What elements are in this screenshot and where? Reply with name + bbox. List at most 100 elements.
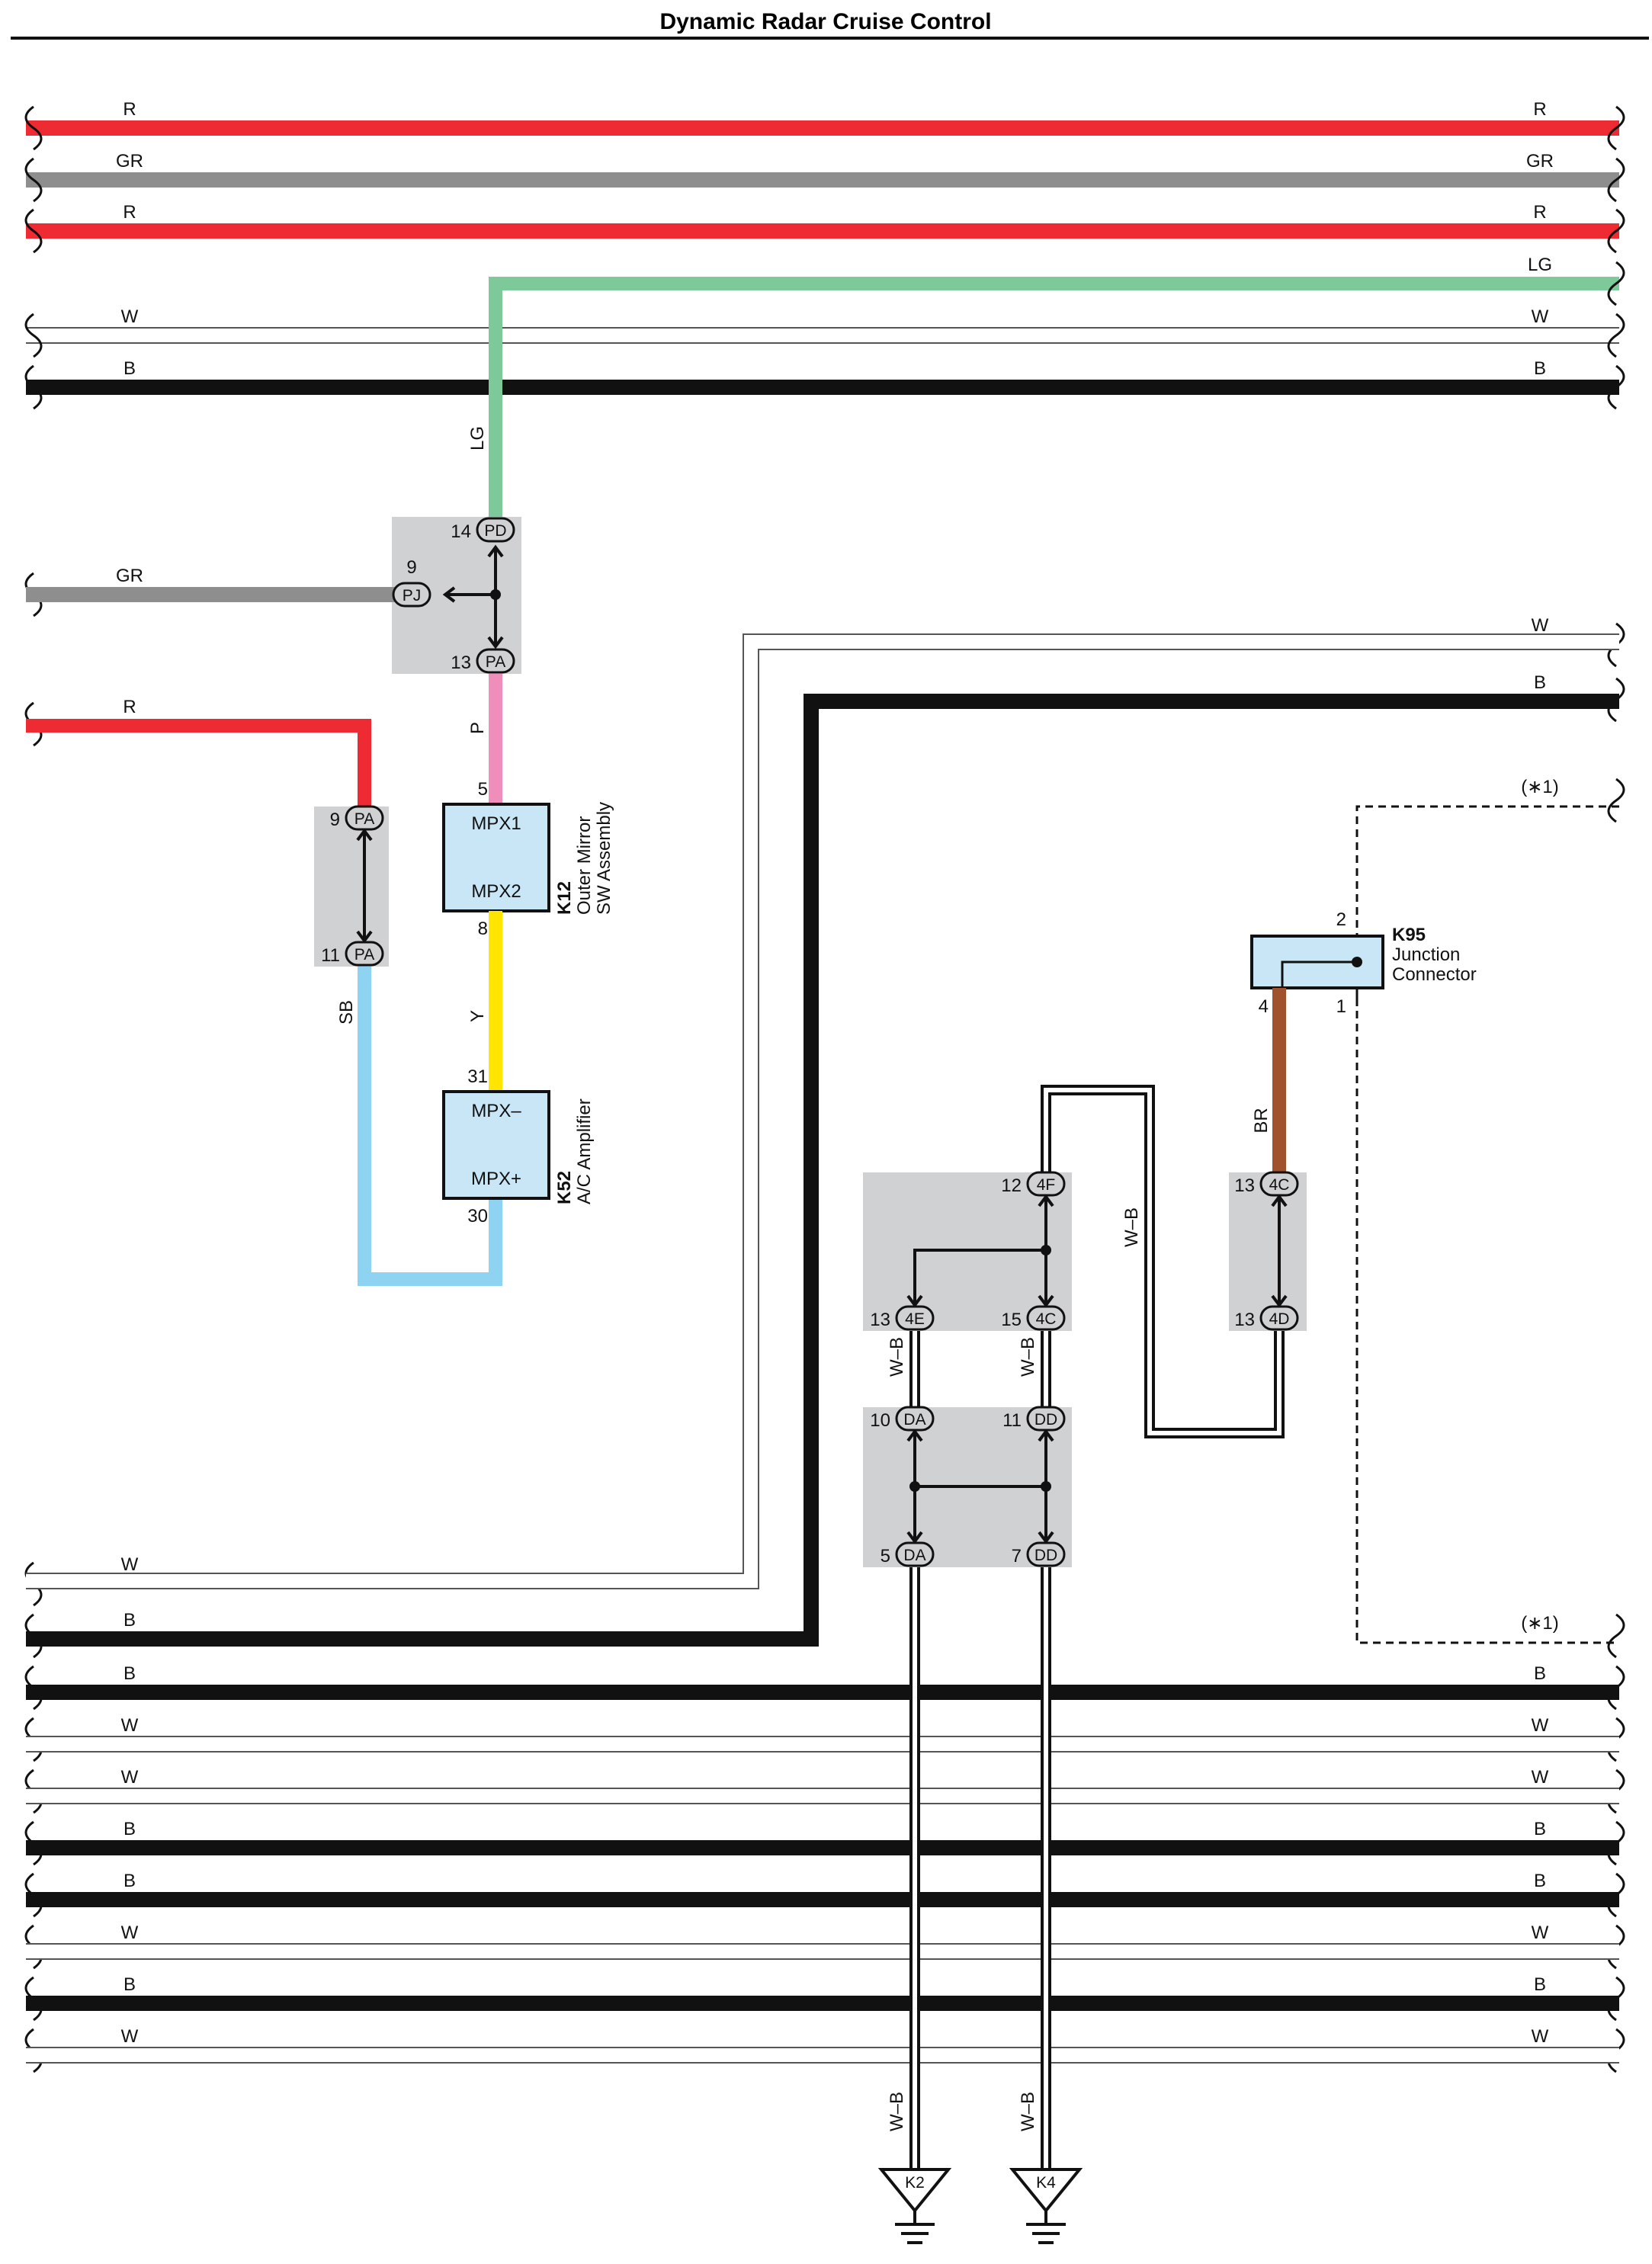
junction-block-5: DA 10 DD 11 DA 5 DD 7 (863, 1406, 1072, 1567)
conn-dd-11-label: DD (1035, 1411, 1057, 1429)
k95-code: K95 (1392, 925, 1426, 945)
conn-4c-15 (1026, 1305, 1066, 1331)
conn-4e-label: 4E (905, 1310, 925, 1328)
lg-wire: LG LG (467, 255, 1619, 526)
w-long-wire: W W (26, 615, 1619, 1589)
ground-wires: W–B W–B (887, 1567, 1051, 2169)
bottom-wire-b1-right: B (1534, 1663, 1546, 1684)
conn-pa-13-label: PA (486, 653, 505, 671)
k12-mpx1: MPX1 (471, 813, 521, 834)
top-wire-b-left-label: B (123, 358, 136, 379)
ground-icon (1009, 2168, 1083, 2214)
conn-4c-13-label: 4C (1269, 1176, 1290, 1194)
junction-block-4: 4C 13 4D 13 (1229, 1171, 1307, 1331)
k12-name-1: Outer Mirror (574, 816, 595, 915)
wb-left-label: W–B (887, 1337, 907, 1377)
conn-dd-7-label: DD (1035, 1547, 1057, 1564)
conn-4f (1026, 1171, 1066, 1197)
p-wire: P (467, 674, 502, 804)
lg-wire-right-label: LG (1528, 255, 1552, 275)
bottom-wire-w2-right: W (1532, 1767, 1549, 1788)
bottom-wire-w4: W W (26, 2026, 1619, 2064)
bottom-wire-w4-left: W (121, 2026, 139, 2047)
ground-icon (877, 2168, 952, 2214)
pin-7-dd: 7 (1012, 1546, 1022, 1567)
br-wire-label: BR (1251, 1108, 1272, 1133)
conn-pa-9 (345, 805, 384, 831)
conn-dd-11 (1026, 1406, 1066, 1432)
y-wire: Y (467, 911, 502, 1092)
top-wire-gr: GR GR (26, 151, 1619, 188)
conn-4f-label: 4F (1037, 1176, 1056, 1194)
top-wire-w-left-label: W (121, 306, 139, 327)
b-right-label: B (1534, 672, 1546, 693)
ground-k4: K4 (1009, 2168, 1083, 2244)
top-wire-b-right-label: B (1534, 358, 1546, 379)
bottom-wire-b2-left: B (123, 1819, 136, 1839)
bottom-wire-w1-left: W (121, 1715, 139, 1736)
conn-da-10 (895, 1406, 935, 1432)
r-left-label: R (123, 697, 136, 717)
br-wire: BR (1251, 988, 1286, 1172)
dashed-route: (∗1) (∗1) (1355, 777, 1619, 1644)
k52-pin-30: 30 (467, 1206, 488, 1227)
conn-pa-11 (345, 941, 384, 967)
bottom-wire-b2-right: B (1534, 1819, 1546, 1839)
component-k52: MPX– MPX+ 31 30 K52 A/C Amplifier (442, 1066, 595, 1227)
pin-13-pa: 13 (451, 653, 471, 673)
bottom-wire-w3-left: W (121, 1922, 139, 1943)
conn-4c-15-label: 4C (1036, 1310, 1057, 1328)
lg-wire-vertical-label: LG (467, 426, 488, 451)
bottom-wire-b4-right: B (1534, 1974, 1546, 1995)
p-wire-label: P (467, 722, 488, 734)
top-wire-r1-left-label: R (123, 99, 136, 120)
bottom-wire-b3: B B (26, 1871, 1619, 1907)
k95-name-1: Junction (1392, 944, 1460, 965)
wb-ground2-label: W–B (1018, 2092, 1038, 2131)
pin-13-4d: 13 (1234, 1310, 1255, 1330)
junction-block-2: PA 9 PA 11 (314, 805, 389, 967)
conn-pd (476, 517, 515, 543)
sb-wire: SB (336, 967, 502, 1286)
right-break-marks (1607, 105, 1625, 2073)
conn-pd-label: PD (484, 522, 506, 540)
wb-loop-wire: W–B (1041, 1085, 1285, 1438)
pin-13-4e: 13 (870, 1310, 890, 1330)
gr-left-label: GR (116, 566, 143, 586)
bottom-wire-b4-left: B (123, 1974, 136, 1995)
conn-pj (392, 582, 431, 608)
k52-pin-31: 31 (467, 1066, 488, 1087)
top-wire-gr-left-label: GR (116, 151, 143, 172)
wb-loop-label: W–B (1121, 1207, 1142, 1247)
bottom-wire-w1: W W (26, 1715, 1619, 1753)
k12-pin-8: 8 (478, 919, 488, 939)
top-wire-r2: R R (26, 202, 1619, 239)
k95-pin-2: 2 (1336, 909, 1346, 930)
b-bottom-left-label: B (123, 1610, 136, 1631)
note-bottom: (∗1) (1521, 1613, 1558, 1634)
conn-pa-9-label: PA (354, 810, 374, 828)
top-wire-r1: R R (26, 99, 1619, 136)
junction-block-1: GR PD 14 PJ 9 PA 13 (26, 517, 521, 674)
bottom-wire-w2: W W (26, 1767, 1619, 1804)
junction-block-3: 4F 12 4E 13 4C 15 (863, 1171, 1072, 1331)
bottom-wire-b3-right: B (1534, 1871, 1546, 1891)
conn-da-10-label: DA (903, 1411, 925, 1429)
k95-pin-4: 4 (1259, 996, 1269, 1017)
bottom-wire-w2-left: W (121, 1767, 139, 1788)
w-bottom-left-label: W (121, 1554, 139, 1575)
note-top: (∗1) (1521, 777, 1558, 797)
pin-13-4c: 13 (1234, 1175, 1255, 1196)
bottom-wire-b3-left: B (123, 1871, 136, 1891)
pin-5-da: 5 (881, 1546, 890, 1567)
component-k12: MPX1 MPX2 5 8 K12 Outer Mirror SW Assemb… (442, 779, 614, 939)
k12-mpx2: MPX2 (471, 881, 521, 902)
pin-12-4f: 12 (1001, 1175, 1022, 1196)
bottom-wire-b2: B B (26, 1819, 1619, 1855)
top-wire-w-right-label: W (1532, 306, 1549, 327)
diagram-title: Dynamic Radar Cruise Control (659, 9, 991, 34)
w-right-label: W (1532, 615, 1549, 636)
left-break-marks (24, 105, 43, 2073)
wb-ground1-label: W–B (887, 2092, 907, 2131)
